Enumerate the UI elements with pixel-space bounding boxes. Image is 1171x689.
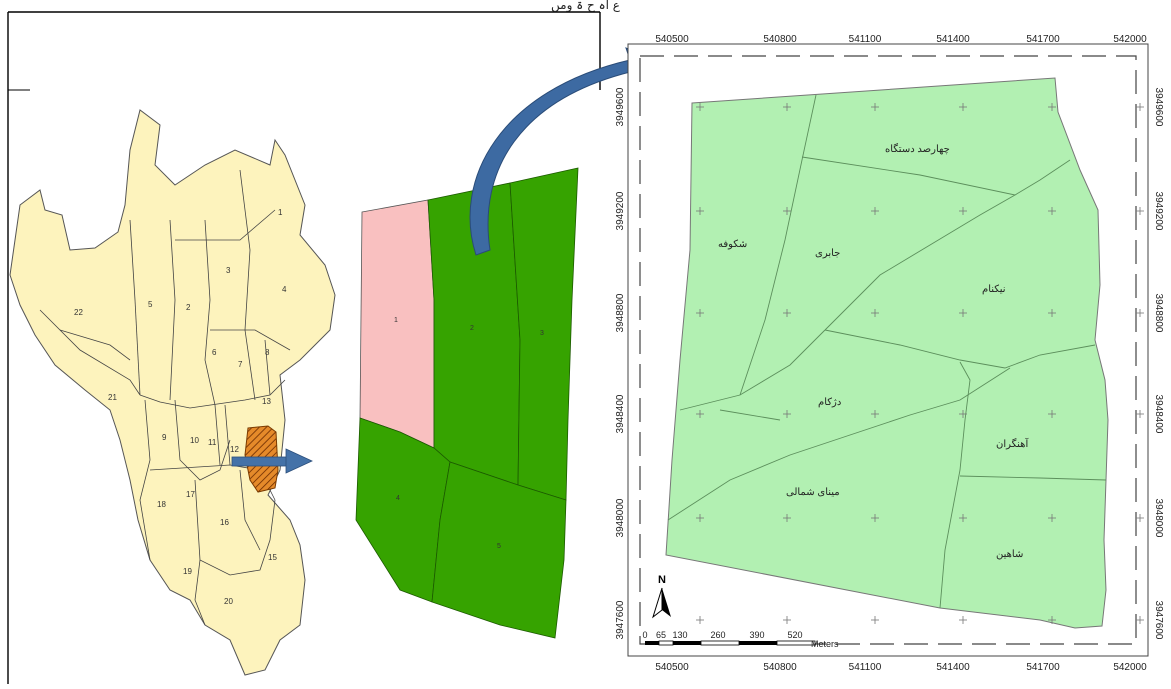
scale-tick-65: 65 (656, 630, 666, 640)
neighborhood-label-ahangaran: آهنگران (996, 437, 1029, 450)
subregion-label-2: 2 (470, 325, 474, 332)
neighborhood-label-shahin: شاهین (996, 549, 1023, 560)
caption: ع اہ ح ۃ ومں (551, 0, 620, 12)
district-label-18: 18 (157, 500, 166, 509)
arrow-right-icon (231, 448, 313, 474)
neighborhood-label-nikanam: نیکنام (982, 284, 1006, 295)
neighborhood-label-chaharsad: چهارصد دستگاه (885, 143, 950, 155)
district-label-3: 3 (226, 266, 231, 275)
scale-tick-260: 260 (710, 630, 725, 640)
district-label-21: 21 (108, 393, 117, 402)
left-tick-3: 3948800 (615, 293, 626, 332)
right-tick-3: 3948800 (1153, 294, 1164, 333)
district-label-22: 22 (74, 308, 83, 317)
right-tick-2: 3949200 (1153, 192, 1164, 231)
right-tick-4: 3948400 (1153, 395, 1164, 434)
district-label-2: 2 (186, 303, 191, 312)
subregion-5 (431, 461, 567, 639)
bottom-tick-6: 542000 (1113, 662, 1147, 673)
scale-tick-130: 130 (672, 630, 687, 640)
graticule-crosses (696, 103, 1144, 624)
left-tick-2: 3949200 (615, 191, 626, 230)
top-tick-6: 542000 (1113, 34, 1147, 45)
scale-tick-520: 520 (787, 630, 802, 640)
neighborhood-label-shokufeh: شکوفه (718, 239, 747, 250)
neighborhood-label-dezhkam: دژکام (818, 397, 841, 408)
city-map: 1 2 3 4 5 6 7 8 9 10 11 12 13 15 16 17 1… (9, 109, 336, 676)
north-arrow-icon: N (652, 574, 671, 619)
bottom-tick-4: 541400 (936, 662, 970, 673)
left-tick-4: 3948400 (615, 394, 626, 433)
left-tick-5: 3948000 (615, 498, 626, 537)
neighborhood-label-minaye-shomali: مینای شمالی (786, 487, 840, 498)
left-tick-1: 3949600 (615, 87, 626, 126)
district-label-7: 7 (238, 360, 243, 369)
district-label-19: 19 (183, 567, 192, 576)
right-tick-6: 3947600 (1153, 601, 1164, 640)
region-map: 1 2 3 4 5 (355, 167, 579, 639)
subregion-label-1: 1 (394, 317, 398, 324)
bottom-tick-2: 540800 (763, 662, 797, 673)
scale-bar: 0 65 130 260 390 520 Meters (642, 630, 839, 649)
study-area (665, 77, 1109, 629)
district-label-8: 8 (265, 348, 270, 357)
neighborhood-borders (667, 94, 1107, 609)
district-label-17: 17 (186, 490, 195, 499)
district-label-11: 11 (208, 438, 217, 447)
district-label-5: 5 (148, 300, 153, 309)
district-label-4: 4 (282, 285, 287, 294)
district-label-20: 20 (224, 597, 233, 606)
bottom-tick-5: 541700 (1026, 662, 1060, 673)
detail-map-inner-frame (639, 55, 1137, 645)
district-borders (39, 169, 291, 626)
district-label-6: 6 (212, 348, 217, 357)
district-label-13: 13 (262, 397, 271, 406)
district-label-1: 1 (278, 208, 283, 217)
top-tick-3: 541100 (849, 34, 882, 45)
district-label-10: 10 (190, 436, 199, 445)
subregion-3 (509, 167, 579, 501)
district-label-9: 9 (162, 433, 167, 442)
left-tick-6: 3947600 (615, 600, 626, 639)
scale-tick-390: 390 (749, 630, 764, 640)
top-tick-5: 541700 (1026, 34, 1060, 45)
subregion-label-5: 5 (497, 543, 501, 550)
neighborhood-label-jaberi: جابری (815, 248, 840, 259)
north-label: N (658, 574, 666, 586)
top-tick-2: 540800 (763, 34, 797, 45)
district-label-12: 12 (230, 445, 239, 454)
detail-map: چهارصد دستگاه شکوفه جابری نیکنام دژکام آ… (615, 34, 1164, 673)
bottom-tick-3: 541100 (849, 662, 882, 673)
district-label-15: 15 (268, 553, 277, 562)
scale-unit: Meters (811, 639, 839, 649)
bottom-tick-1: 540500 (655, 662, 689, 673)
subregion-1 (359, 199, 435, 449)
top-tick-1: 540500 (655, 34, 689, 45)
subregion-label-4: 4 (396, 495, 400, 502)
scale-tick-0: 0 (642, 630, 647, 640)
top-tick-4: 541400 (936, 34, 970, 45)
district-label-16: 16 (220, 518, 229, 527)
right-tick-5: 3948000 (1153, 499, 1164, 538)
subregion-label-3: 3 (540, 330, 544, 337)
city-boundary (9, 109, 336, 676)
right-tick-1: 3949600 (1153, 88, 1164, 127)
